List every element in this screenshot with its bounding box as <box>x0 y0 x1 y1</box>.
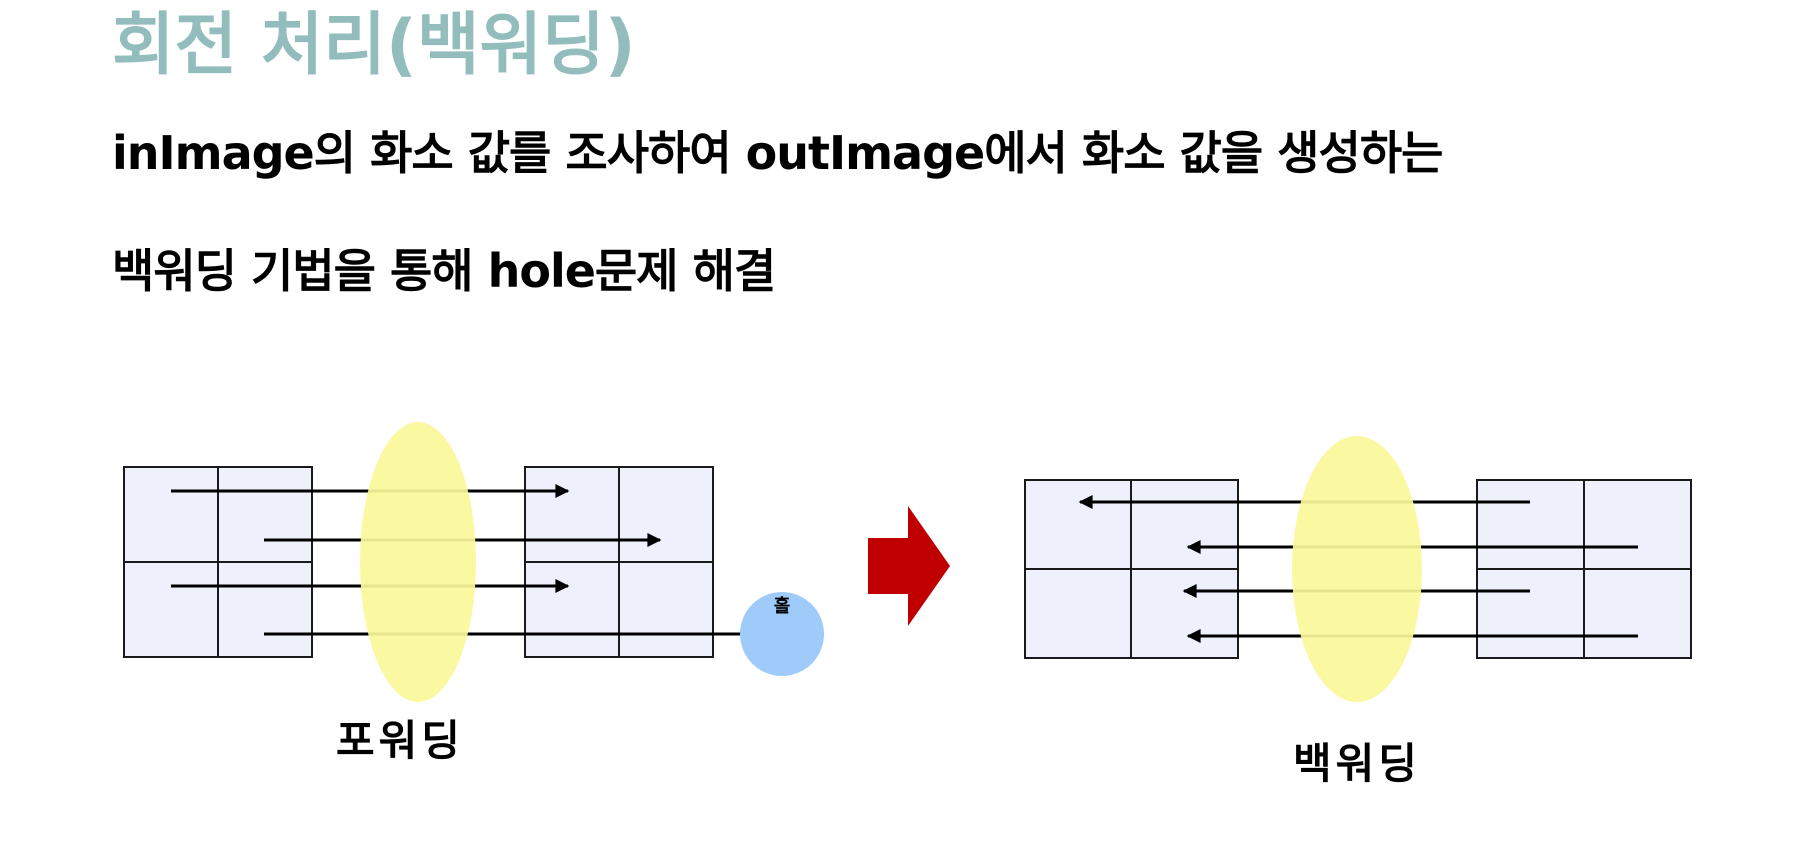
page-title: 회전 처리(백워딩) <box>112 6 636 85</box>
forward-mapping-ellipse <box>360 422 476 702</box>
forwarding-diagram: 홀 포워딩 <box>123 422 824 765</box>
backward-label: 백워딩 <box>1293 739 1421 788</box>
transition-arrow-icon <box>868 506 950 626</box>
backwarding-diagram: 백워딩 <box>1024 436 1692 788</box>
forward-label: 포워딩 <box>336 716 464 765</box>
backward-source-grid <box>1476 479 1692 659</box>
description-line-1: inImage의 화소 값를 조사하여 outImage에서 화소 값을 생성하… <box>112 126 1443 180</box>
hole-circle <box>740 592 824 676</box>
forward-source-grid <box>123 466 313 658</box>
hole-marker: 홀 <box>740 592 824 676</box>
forward-target-grid <box>524 466 714 658</box>
backward-mapping-ellipse <box>1292 436 1422 702</box>
backward-target-grid <box>1024 479 1239 659</box>
description-line-2: 백워딩 기법을 통해 hole문제 해결 <box>112 244 776 298</box>
hole-label: 홀 <box>774 595 791 617</box>
